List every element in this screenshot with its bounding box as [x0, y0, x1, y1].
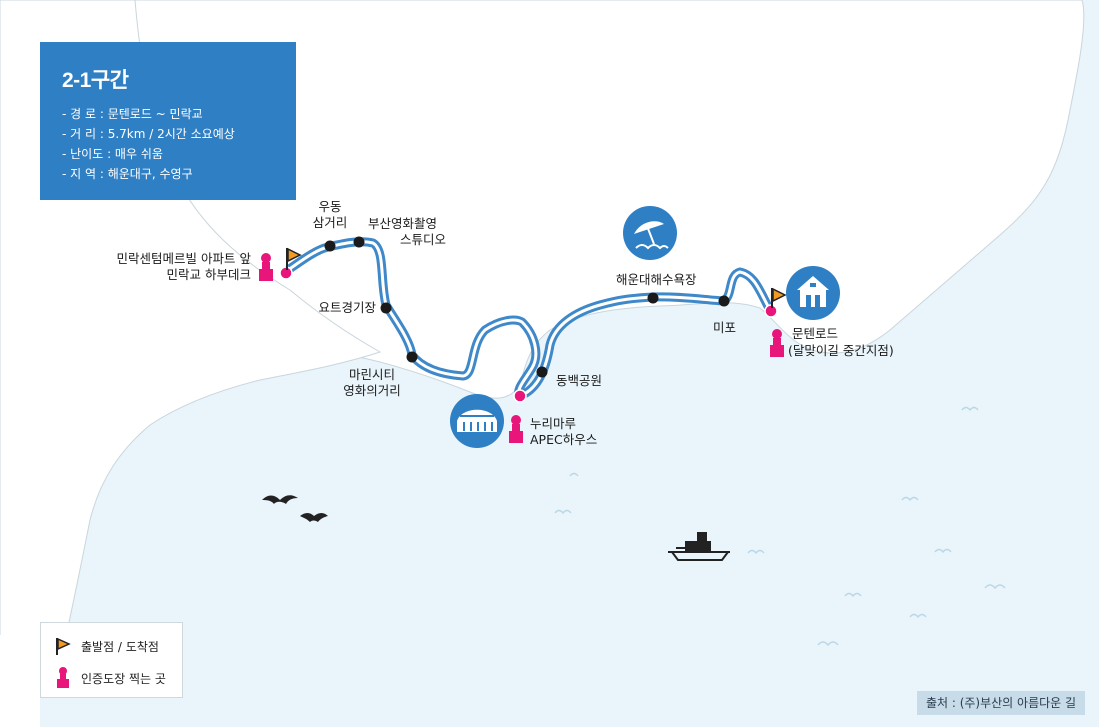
flag-icon	[771, 287, 787, 308]
waypoint-studio	[353, 236, 365, 248]
wave-icon	[554, 406, 1006, 647]
endpoint-nurimaru	[513, 389, 527, 403]
label-udong-1: 우동	[318, 199, 342, 214]
label-nurimaru-1: 누리마루	[530, 416, 577, 431]
stamp-icon	[509, 415, 523, 443]
label-moontan-2: (달맞이길 중간지점)	[788, 343, 894, 358]
route-title: 2-1구간	[62, 69, 129, 92]
label-dongbaek: 동백공원	[556, 373, 603, 388]
stadium-icon	[450, 394, 504, 448]
house-icon	[786, 266, 840, 320]
route-path-inner	[283, 240, 772, 398]
info-route: - 경 로 : 문텐로드 ~ 민락교	[62, 107, 203, 121]
label-udong-2: 삼거리	[312, 215, 348, 230]
legend-row-stamp: 인증도장 찍는 곳	[55, 667, 166, 689]
waypoint-udong	[324, 240, 336, 252]
legend-row-flag: 출발점 / 도착점	[55, 635, 159, 657]
label-marine-2: 영화의거리	[343, 383, 401, 398]
map-legend: 출발점 / 도착점 인증도장 찍는 곳	[40, 622, 183, 698]
stamp-icon	[259, 253, 273, 281]
label-beach: 해운대해수욕장	[616, 272, 697, 287]
route-info-panel: 2-1구간 - 경 로 : 문텐로드 ~ 민락교 - 거 리 : 5.7km /…	[40, 42, 296, 200]
label-mipo: 미포	[713, 320, 737, 335]
waypoint-yacht	[380, 302, 392, 314]
label-studio-1: 부산영화촬영	[368, 216, 438, 231]
info-region: - 지 역 : 해운대구, 수영구	[62, 167, 193, 181]
waypoint-dongbaek	[536, 366, 548, 378]
label-studio-2: 스튜디오	[400, 232, 447, 247]
waypoint-beach	[647, 292, 659, 304]
legend-flag-label: 출발점 / 도착점	[81, 639, 159, 654]
label-start-2: 민락교 하부데크	[166, 267, 251, 282]
label-marine-1: 마린시티	[348, 367, 395, 382]
stamp-icon	[770, 329, 784, 357]
stamp-icon	[57, 667, 69, 688]
land-bottom-left	[0, 635, 40, 727]
bird-icon	[262, 495, 328, 522]
source-credit: 출처 : (주)부산의 아름다운 길	[917, 691, 1085, 715]
info-distance: - 거 리 : 5.7km / 2시간 소요예상	[62, 127, 235, 141]
beach-icon	[623, 206, 677, 260]
label-nurimaru-2: APEC하우스	[530, 432, 598, 447]
flag-icon	[56, 637, 71, 655]
legend-stamp-label: 인증도장 찍는 곳	[81, 671, 166, 686]
label-start-1: 민락센텀메르빌 아파트 앞	[116, 251, 251, 266]
waypoint-marine	[406, 351, 418, 363]
waypoint-mipo	[718, 295, 730, 307]
label-yacht: 요트경기장	[318, 300, 376, 315]
label-moontan-1: 문텐로드	[792, 326, 839, 341]
info-difficulty: - 난이도 : 매우 쉬움	[62, 147, 163, 161]
ship-icon	[668, 532, 730, 561]
flag-icon	[286, 247, 302, 270]
